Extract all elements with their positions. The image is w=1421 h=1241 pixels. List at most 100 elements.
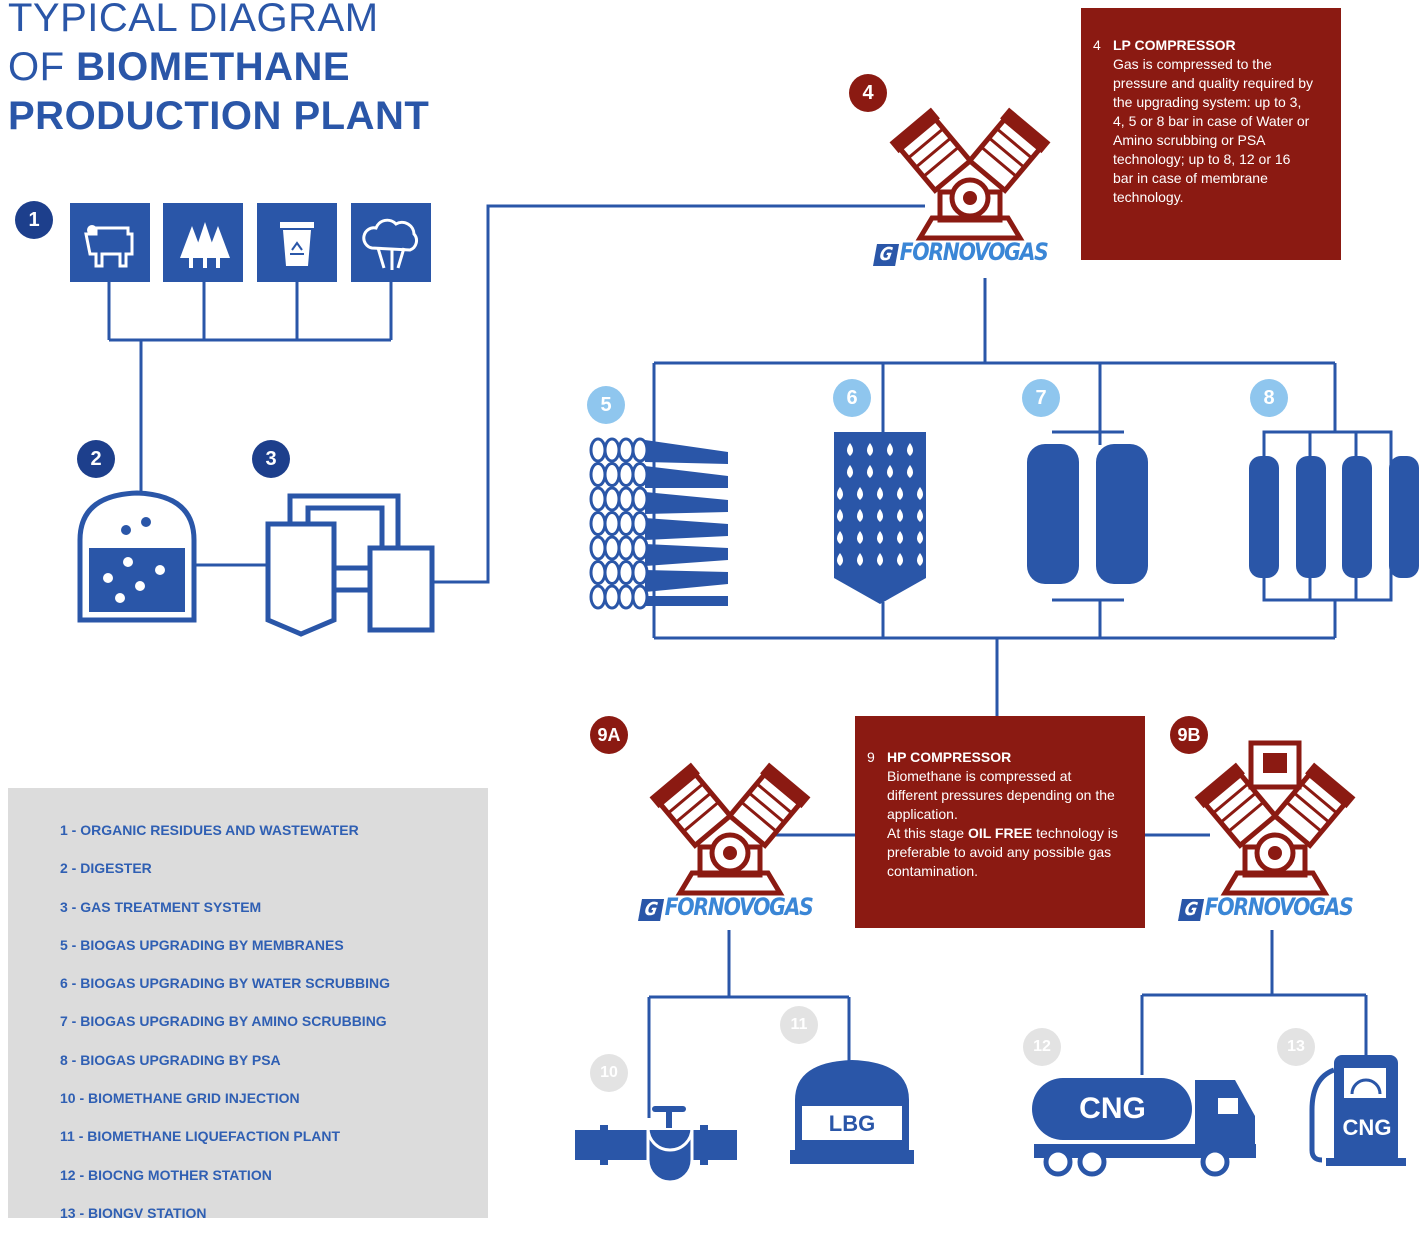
recycle-bin-icon (257, 203, 337, 282)
badge-5: 5 (587, 386, 625, 424)
water-drop (847, 443, 853, 456)
water-drop (857, 553, 863, 566)
legend-item: 6 - BIOGAS UPGRADING BY WATER SCRUBBING (60, 975, 391, 992)
cow-icon (70, 203, 150, 282)
amino-column-icon (1027, 430, 1148, 602)
membrane-tube-end (589, 511, 607, 536)
lbg-tank-icon (790, 1060, 914, 1164)
legend-item: 7 - BIOGAS UPGRADING BY AMINO SCRUBBING (60, 1013, 387, 1030)
membrane-tube-end (603, 486, 621, 512)
hp-compressor-9a-icon (650, 763, 811, 893)
water-drop (867, 443, 873, 456)
membrane-tube-end (617, 535, 635, 561)
membrane-tube-end (631, 584, 649, 610)
water-drop (877, 509, 883, 522)
water-drop (857, 487, 863, 500)
membrane-tube-end (631, 437, 649, 463)
water-drop (877, 531, 883, 544)
membrane-tube-end (589, 560, 607, 585)
title-line-3: PRODUCTION PLANT (8, 92, 429, 141)
title-line-2-prefix: OF (8, 45, 77, 89)
badge-11: 11 (780, 1006, 818, 1044)
badge-1: 1 (15, 201, 53, 239)
lp-box-text: Gas is compressed to the pressure and qu… (1113, 56, 1314, 205)
cng-pump-icon (1309, 1055, 1406, 1166)
water-drop (877, 553, 883, 566)
title-line-1: TYPICAL DIAGRAM (8, 0, 379, 40)
badge-12: 12 (1023, 1028, 1061, 1066)
hp-text2-bold: OIL FREE (967, 825, 1033, 841)
badge-13: 13 (1277, 1028, 1315, 1066)
legend-item: 11 - BIOMETHANE LIQUEFACTION PLANT (60, 1128, 341, 1145)
water-drop (837, 531, 843, 544)
membrane-tube-end (631, 535, 649, 561)
lp-compressor-info-box: 4 LP COMPRESSOR Gas is compressed to the… (1081, 8, 1341, 260)
hp-compressor-info-box: 9 HP COMPRESSOR Biomethane is compressed… (855, 716, 1145, 928)
legend-panel: 1 - ORGANIC RESIDUES AND WASTEWATER 2 - … (8, 788, 488, 1221)
membrane-tube-end (617, 462, 635, 487)
water-drop (917, 531, 923, 544)
lp-compressor-icon (890, 108, 1051, 238)
water-drop (857, 509, 863, 522)
lp-box-number: 4 (1093, 37, 1101, 53)
water-drop (917, 509, 923, 522)
water-drop (857, 531, 863, 544)
water-drop (837, 553, 843, 566)
cng-truck-icon (1032, 1078, 1256, 1177)
connector-lines (107, 204, 1368, 1118)
lp-box-heading: LP COMPRESSOR (1113, 37, 1236, 53)
brand-text: FORNOVOGAS (899, 238, 1049, 266)
membrane-tube-end (617, 511, 635, 536)
gas-treatment-icon (265, 493, 435, 637)
title-line-3-bold: PRODUCTION PLANT (8, 94, 430, 138)
grid-valve-icon (575, 1106, 737, 1184)
brand-text: FORNOVOGAS (1204, 893, 1354, 921)
hp-box-heading: HP COMPRESSOR (887, 749, 1012, 765)
membrane-tube-end (617, 486, 635, 512)
membrane-tube-end (603, 535, 621, 561)
hp-compressor-9b-icon (1195, 740, 1356, 893)
legend-item: 10 - BIOMETHANE GRID INJECTION (60, 1090, 300, 1107)
water-drop (897, 509, 903, 522)
badge-10: 10 (590, 1054, 628, 1092)
trees-icon (163, 203, 243, 282)
membrane-tube-end (631, 462, 649, 487)
water-scrubber-icon (834, 432, 926, 604)
legend-item: 13 - BIONGV STATION (60, 1204, 207, 1221)
water-drop (847, 465, 853, 478)
legend-item: 5 - BIOGAS UPGRADING BY MEMBRANES (60, 936, 344, 953)
membrane-tube-end (603, 462, 621, 487)
badge-3: 3 (252, 440, 290, 478)
membrane-tube-end (603, 437, 621, 463)
lbg-label: LBG (828, 1111, 876, 1136)
page-title: TYPICAL DIAGRAM OF BIOMETHANE PRODUCTION… (8, 0, 429, 141)
membrane-tube-end (631, 560, 649, 585)
membrane-tube-end (631, 486, 649, 512)
membrane-tube-end (589, 535, 607, 561)
hp-text2-pre: At this stage (887, 825, 968, 841)
badge-7: 7 (1022, 379, 1060, 417)
membrane-tube-end (617, 584, 635, 610)
membrane-tube-end (589, 462, 607, 487)
hp-text2-post: technology is preferable to avoid any po… (887, 825, 1118, 879)
membrane-tube-end (617, 560, 635, 585)
digester-icon (77, 490, 197, 623)
cng-pump-label: CNG (1342, 1115, 1392, 1140)
water-drop (837, 509, 843, 522)
hp-box-text-1: Biomethane is compressed at different pr… (887, 768, 1115, 822)
legend-item: 12 - BIOCNG MOTHER STATION (60, 1166, 272, 1183)
water-drop (877, 487, 883, 500)
brand-text: FORNOVOGAS (664, 893, 814, 921)
water-drop (917, 487, 923, 500)
badge-9a: 9A (590, 716, 628, 754)
membrane-tube-end (603, 584, 621, 610)
water-drop (887, 443, 893, 456)
membrane-icon (589, 437, 728, 610)
membrane-tube-end (603, 511, 621, 536)
legend-item: 8 - BIOGAS UPGRADING BY PSA (60, 1051, 281, 1068)
legend-item: 1 - ORGANIC RESIDUES AND WASTEWATER (60, 822, 359, 838)
